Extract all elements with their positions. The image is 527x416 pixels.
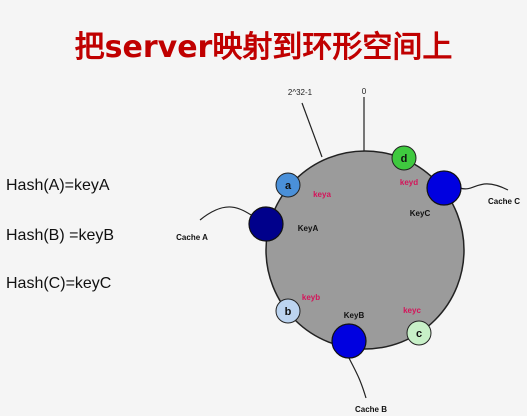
keyd-label: keyd <box>400 178 418 187</box>
cache-a-name: Cache A <box>176 233 208 242</box>
cache-b-name: Cache B <box>355 405 387 414</box>
key-c-label: KeyC <box>410 209 431 218</box>
cache-a-node <box>248 206 284 242</box>
cache-c-connector <box>459 183 509 191</box>
cache-c-name: Cache C <box>488 197 520 206</box>
cache-b-connector <box>348 357 367 399</box>
object-a-node <box>275 172 301 198</box>
object-b-letter: b <box>285 306 292 318</box>
object-d-node <box>391 145 417 171</box>
ring-max-label: 2^32-1 <box>288 88 313 97</box>
hash-ring <box>265 150 465 350</box>
object-d-letter: d <box>401 153 408 165</box>
keya-label: keya <box>313 190 331 199</box>
hash-formula-c: Hash(C)=keyC <box>6 275 112 292</box>
cache-c-node <box>426 170 462 206</box>
object-c-letter: c <box>416 328 422 340</box>
page-title: 把server映射到环形空间上 <box>74 30 453 65</box>
hash-formula-a: Hash(A)=keyA <box>6 177 110 194</box>
ring-zero-label: 0 <box>362 87 367 96</box>
keyb-label: keyb <box>302 293 320 302</box>
key-a-label: KeyA <box>298 224 319 233</box>
object-c-node <box>406 320 432 346</box>
cache-b-node <box>331 323 367 359</box>
hash-formula-b: Hash(B) =keyB <box>6 227 115 244</box>
max-value-pointer <box>301 102 323 158</box>
object-b-node <box>275 298 301 324</box>
object-a-letter: a <box>285 180 292 192</box>
keyc-label: keyc <box>403 306 421 315</box>
key-b-label: KeyB <box>344 311 365 320</box>
